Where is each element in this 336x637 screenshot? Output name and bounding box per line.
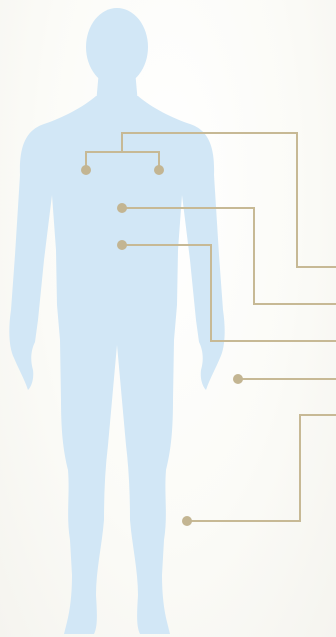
human-body-silhouette — [9, 8, 224, 634]
body-torso-limbs — [9, 96, 224, 634]
callout-dot-lower-abdomen — [117, 240, 127, 250]
callout-dot-leg — [182, 516, 192, 526]
callout-dot-right-chest — [154, 165, 164, 175]
callout-dot-hand — [233, 374, 243, 384]
callout-dot-upper-abdomen — [117, 203, 127, 213]
callout-dot-left-chest — [81, 165, 91, 175]
callout-line-leg — [187, 415, 336, 521]
